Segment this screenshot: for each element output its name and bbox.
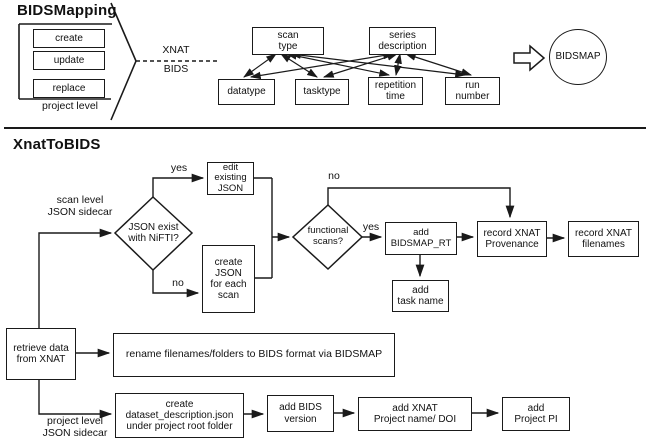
node-edit-existing-json: edit existing JSON [207, 162, 254, 195]
node-series-description: series description [369, 27, 436, 55]
branch-no-label-2: no [328, 169, 340, 182]
project-level-sidecar-label: project level JSON sidecar [42, 415, 108, 439]
node-add-project-pi: add Project PI [502, 397, 570, 431]
decision-json-exist-text: JSON exist with NiFTI? [128, 221, 179, 244]
bids-side-label: BIDS [163, 63, 189, 76]
node-add-task-name: add task name [392, 280, 449, 312]
action-box-replace: replace [33, 79, 105, 98]
flow-wires [38, 173, 566, 419]
section-title-bidsmapping: BIDSMapping [17, 2, 117, 19]
xnat-side-label: XNAT [162, 44, 190, 57]
action-box-create: create [33, 29, 105, 48]
node-create-dataset-description: create dataset_description.json under pr… [115, 393, 244, 438]
action-box-update: update [33, 51, 105, 70]
node-run-number: run number [445, 77, 500, 105]
node-retrieve-data: retrieve data from XNAT [6, 328, 76, 380]
node-tasktype: tasktype [295, 79, 349, 105]
node-rename-files: rename filenames/folders to BIDS format … [113, 333, 395, 377]
node-repetition-time: repetition time [368, 77, 423, 105]
node-create-json-each-scan: create JSON for each scan [202, 245, 255, 313]
node-scan-type: scan type [252, 27, 324, 55]
branch-no-label-1: no [172, 276, 184, 289]
decision-json-exist-shape [113, 195, 194, 272]
branch-yes-label-1: yes [170, 161, 188, 174]
node-record-xnat-filenames: record XNAT filenames [568, 221, 639, 257]
project-level-label: project level [41, 100, 99, 113]
node-datatype: datatype [218, 79, 275, 105]
block-arrow-icon [513, 44, 546, 72]
branch-yes-label-2: yes [362, 220, 380, 233]
section-title-xnattobids: XnatToBIDS [13, 136, 101, 153]
node-add-bidsmap-rt: add BIDSMAP_RT [385, 222, 457, 255]
node-add-xnat-project: add XNAT Project name/ DOI [358, 397, 472, 431]
node-record-xnat-provenance: record XNAT Provenance [477, 221, 547, 257]
mapping-arrows [243, 51, 473, 80]
node-add-bids-version: add BIDS version [267, 395, 334, 432]
node-bidsmap-circle: BIDSMAP [549, 29, 607, 85]
decision-functional-scans-text: functional scans? [307, 225, 349, 247]
scan-level-sidecar-label: scan level JSON sidecar [47, 194, 113, 218]
decision-functional-scans-shape [291, 203, 364, 271]
